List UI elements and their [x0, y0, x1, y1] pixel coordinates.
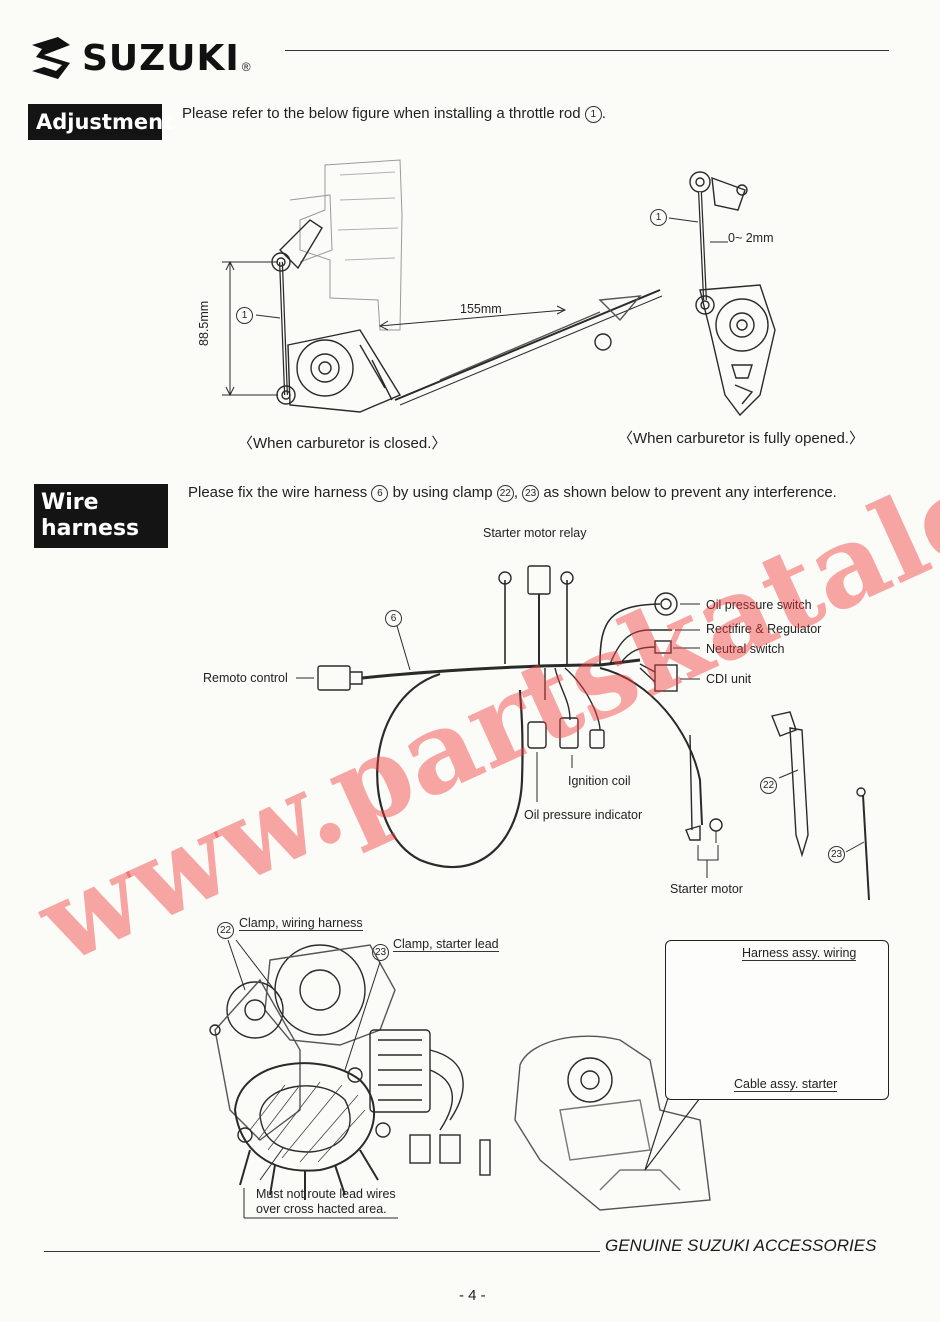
- ref-clamp-22: 22: [496, 485, 514, 502]
- label-clamp-starter-lead: Clamp, starter lead: [393, 937, 499, 952]
- label-harness-assy-wiring: Harness assy. wiring: [742, 946, 857, 961]
- caption-closed: 〈When carburetor is closed.〉: [238, 435, 447, 452]
- wire-harness-tag: Wire harness: [34, 484, 168, 548]
- brand-logo: SUZUKI ®: [28, 34, 251, 82]
- registered-mark: ®: [241, 60, 251, 74]
- engine-front-drawing: [209, 939, 711, 1219]
- adjustment-tag: Adjustment: [28, 104, 173, 140]
- label-ignition-coil: Ignition coil: [568, 774, 631, 788]
- ref-throttle-rod: 1: [584, 106, 602, 123]
- suzuki-s-icon: [32, 37, 70, 79]
- callout-rod-left: 1: [236, 307, 253, 324]
- ref-clamp-23: 23: [522, 485, 540, 502]
- wire-harness-drawing: [296, 565, 870, 901]
- footer-rule: [44, 1251, 600, 1252]
- label-oil-pressure-switch: Oil pressure switch: [706, 598, 812, 612]
- lower-callout-22: 22: [217, 922, 234, 939]
- label-rectifier-regulator: Rectifire & Regulator: [706, 622, 822, 636]
- callout-clamp-22: 22: [760, 777, 777, 794]
- lower-callout-23: 23: [372, 944, 389, 961]
- callout-clamp-23: 23: [828, 846, 845, 863]
- label-starter-motor-relay: Starter motor relay: [483, 526, 587, 540]
- footer-tagline: GENUINE SUZUKI ACCESSORIES: [605, 1236, 877, 1255]
- callout-rod-right: 1: [650, 209, 667, 226]
- page-number: - 4 -: [459, 1287, 486, 1304]
- callout-harness: 6: [385, 610, 402, 627]
- dimension-length: 155mm: [460, 302, 502, 316]
- header-rule: [285, 50, 889, 51]
- brand-name: SUZUKI: [82, 37, 240, 79]
- label-remote-control: Remoto control: [203, 671, 288, 685]
- wire-harness-instruction: Please fix the wire harness 6 by using c…: [188, 484, 837, 502]
- adjustment-instruction: Please refer to the below figure when in…: [182, 105, 606, 123]
- label-cable-assy-starter: Cable assy. starter: [734, 1077, 838, 1092]
- label-oil-pressure-indicator: Oil pressure indicator: [524, 808, 643, 822]
- gap-dimension: 0~ 2mm: [728, 231, 774, 245]
- caption-open: 〈When carburetor is fully opened.〉: [618, 430, 864, 447]
- label-clamp-wiring-harness: Clamp, wiring harness: [239, 916, 363, 931]
- label-cdi-unit: CDI unit: [706, 672, 752, 686]
- label-neutral-switch: Neutral switch: [706, 642, 785, 656]
- dimension-height: 88.5mm: [197, 300, 211, 346]
- inset-detail-box: [665, 940, 889, 1100]
- label-starter-motor: Starter motor: [670, 882, 743, 896]
- ref-harness: 6: [371, 485, 389, 502]
- carburetor-open-drawing: [668, 171, 776, 417]
- carburetor-closed-drawing: [222, 159, 663, 413]
- warning-note: Must not route lead wires over cross hac…: [256, 1187, 396, 1216]
